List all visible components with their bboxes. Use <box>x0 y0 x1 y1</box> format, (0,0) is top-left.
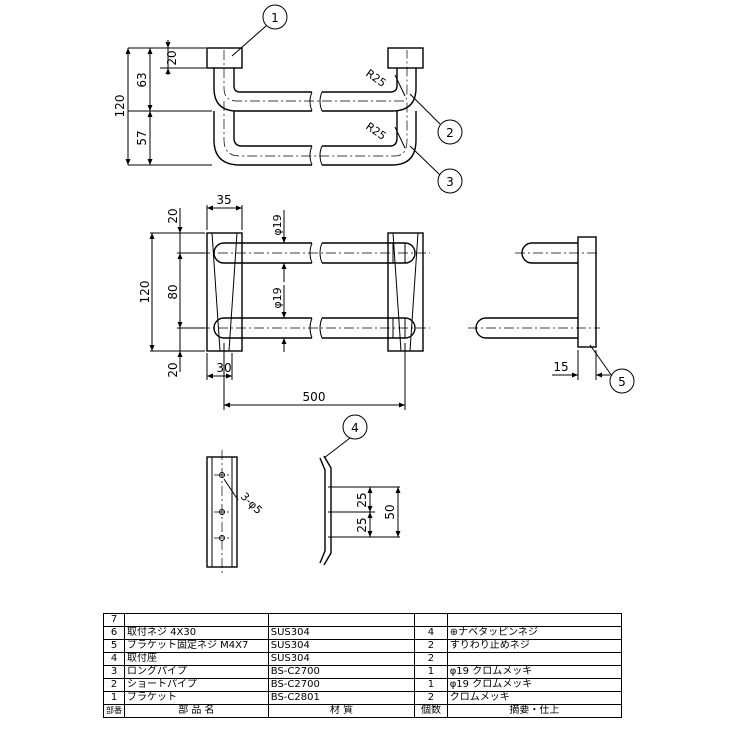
dim-side-15: 15 <box>553 360 568 374</box>
dim-bracket-25-top: 25 <box>355 492 369 507</box>
callout-3 <box>437 168 463 194</box>
table-row: 1 ブラケット BS-C2801 2 クロムメッキ <box>103 691 623 705</box>
svg-text:2: 2 <box>446 126 454 140</box>
dim-holes: 3-φ5 <box>238 490 265 517</box>
side-view: 15 5 <box>468 236 635 394</box>
parts-table: 7 6 取付ネジ 4X30 SUS304 4 ⊕ナベタッピンネジ 5 ブラケット… <box>103 613 623 718</box>
svg-text:5: 5 <box>618 375 626 389</box>
table-row: 7 <box>103 613 623 627</box>
dim-bracket-50: 50 <box>383 504 397 519</box>
dim-r25-upper: R25 <box>363 67 388 90</box>
table-row: 3 ロングパイプ BS-C2700 1 φ19 クロムメッキ <box>103 665 623 679</box>
callout-4 <box>342 414 368 440</box>
top-left-bracket <box>206 47 243 69</box>
dim-front-35: 35 <box>216 193 231 207</box>
base-view: 3-φ5 <box>206 450 265 574</box>
top-view: 20 63 57 120 R25 R25 1 2 3 <box>113 4 463 194</box>
svg-text:1: 1 <box>271 11 279 25</box>
dim-phi19-lower: φ19 <box>271 287 284 308</box>
dim-bracket-25-bottom: 25 <box>355 517 369 532</box>
dim-front-120: 120 <box>138 281 152 304</box>
dim-top-57: 57 <box>135 130 149 145</box>
callout-2 <box>437 119 463 145</box>
dim-top-63: 63 <box>135 72 149 87</box>
table-row: 4 取付座 SUS304 2 <box>103 652 623 666</box>
dim-top-20: 20 <box>165 50 179 65</box>
callout-5 <box>609 368 635 394</box>
table-row: 6 取付ネジ 4X30 SUS304 4 ⊕ナベタッピンネジ <box>103 626 623 640</box>
dim-top-120: 120 <box>113 95 127 118</box>
dim-front-80: 80 <box>166 284 180 299</box>
dim-phi19-upper: φ19 <box>271 214 284 235</box>
dim-front-20-bottom: 20 <box>166 362 180 377</box>
svg-text:4: 4 <box>351 421 359 435</box>
top-right-bracket <box>387 47 424 69</box>
callout-1 <box>262 4 288 30</box>
dim-front-20-top: 20 <box>166 208 180 223</box>
bracket-view: 25 25 50 4 <box>319 414 401 566</box>
dim-front-500: 500 <box>303 390 326 404</box>
dim-r25-lower: R25 <box>363 120 388 143</box>
table-row: 2 ショートパイプ BS-C2700 1 φ19 クロムメッキ <box>103 678 623 692</box>
svg-text:3: 3 <box>446 175 454 189</box>
table-row: 5 ブラケット固定ネジ M4X7 SUS304 2 すりわり止めネジ <box>103 639 623 653</box>
front-view: 35 20 80 120 20 φ19 φ19 30 <box>138 193 430 410</box>
table-header-row: 部番 部 品 名 材 質 個数 摘要・仕上 <box>103 704 623 718</box>
